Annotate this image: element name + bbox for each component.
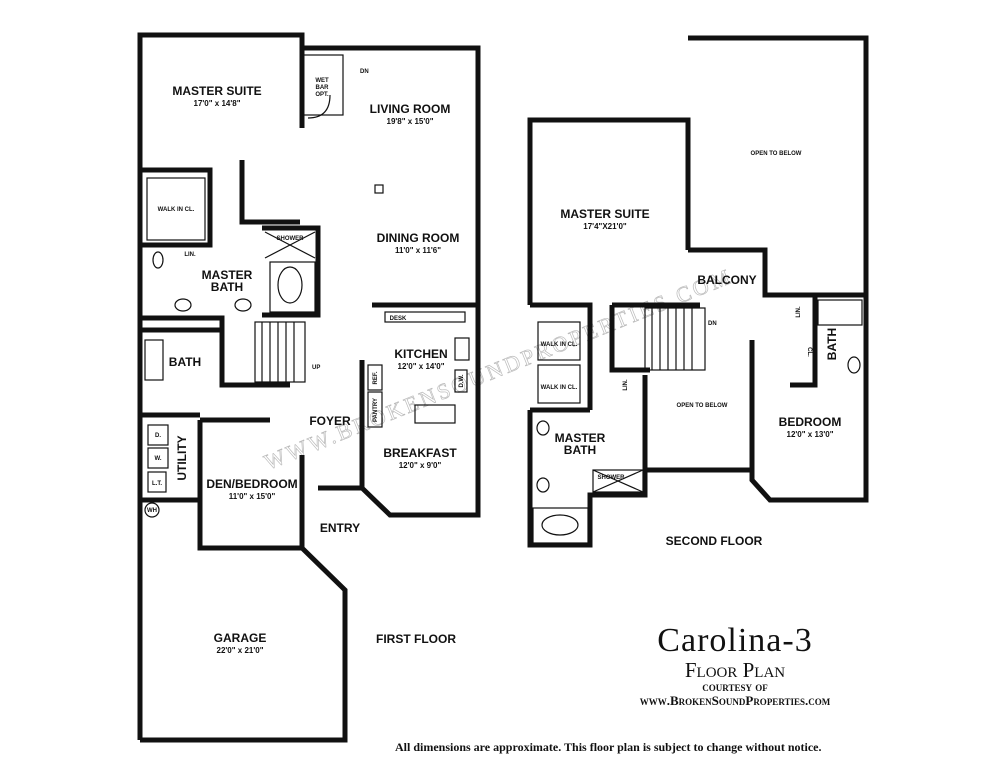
ref-label: REF.: [373, 371, 379, 384]
dn-label-first: DN: [360, 69, 369, 75]
closet-label: CL.: [806, 347, 812, 357]
room-den-bedroom-name: DEN/BEDROOM: [206, 477, 297, 491]
room-foyer-name: FOYER: [309, 414, 351, 428]
first-floor-fixtures: [144, 54, 470, 518]
first-floor-label: FIRST FLOOR: [376, 632, 456, 646]
linen-2a: LIN.: [623, 379, 629, 391]
second-floor-labels: MASTER SUITE 17'4"X21'0" BALCONY BEDROOM…: [541, 151, 842, 548]
room-living-room-dims: 19'8" x 15'0": [387, 117, 434, 126]
room-kitchen-dims: 12'0" x 14'0": [398, 362, 445, 371]
wet-bar-label-1: WET: [315, 78, 329, 84]
open-to-below-1: OPEN TO BELOW: [751, 151, 802, 157]
room-bath-name: BATH: [169, 355, 201, 369]
stairs-first-floor: [254, 321, 306, 383]
stairs-second-floor: [644, 307, 706, 371]
room-kitchen-name: KITCHEN: [394, 347, 447, 361]
room-den-bedroom-dims: 11'0" x 15'0": [229, 492, 276, 501]
shower-label: SHOWER: [277, 236, 305, 242]
room-master-suite-2-name: MASTER SUITE: [560, 207, 649, 221]
room-bath-2-name: BATH: [825, 328, 839, 360]
room-garage-dims: 22'0" x 21'0": [217, 646, 264, 655]
dw-label: D.W.: [459, 374, 465, 387]
wet-bar-label-2: BAR: [316, 85, 330, 91]
room-entry-name: ENTRY: [320, 521, 360, 535]
dryer-label: D.: [155, 433, 161, 439]
room-master-suite-name: MASTER SUITE: [172, 84, 261, 98]
dn-label-second: DN: [708, 321, 717, 327]
pantry-label: PANTRY: [373, 398, 379, 422]
room-living-room-name: LIVING ROOM: [370, 102, 451, 116]
courtesy-text: courtesy of: [702, 679, 768, 694]
first-floor-labels: MASTER SUITE 17'0" x 14'8" LIVING ROOM 1…: [147, 69, 465, 655]
second-floor-fixtures: [532, 299, 863, 544]
first-floor-walls: [137, 32, 481, 743]
walk-in-closet-2a: WALK IN CL.: [541, 342, 578, 348]
website-text: www.BrokenSoundProperties.com: [639, 693, 831, 708]
room-master-bath-2-name: MASTER BATH: [554, 431, 606, 457]
floor-plan-subtitle: Floor Plan: [684, 658, 786, 682]
second-floor-walls: [527, 35, 869, 548]
up-label: UP: [312, 365, 320, 371]
second-floor-label: SECOND FLOOR: [666, 534, 763, 548]
wet-bar-label-3: OPT.: [315, 92, 329, 98]
linen-2b: LIN.: [796, 306, 802, 318]
room-utility-name: UTILITY: [175, 435, 189, 480]
room-dining-room-dims: 11'0" x 11'6": [395, 246, 441, 255]
room-master-suite-dims: 17'0" x 14'8": [194, 99, 241, 108]
linen-label: LIN.: [184, 252, 196, 258]
room-bedroom-name: BEDROOM: [779, 415, 842, 429]
shower-2-label: SHOWER: [598, 475, 626, 481]
walk-in-closet-2b: WALK IN CL.: [541, 385, 578, 391]
open-to-below-2: OPEN TO BELOW: [677, 403, 728, 409]
water-heater-label: WH: [147, 508, 157, 514]
room-garage-name: GARAGE: [214, 631, 267, 645]
room-breakfast-name: BREAKFAST: [383, 446, 457, 460]
desk-label: DESK: [390, 316, 407, 322]
room-master-suite-2-dims: 17'4"X21'0": [583, 222, 627, 231]
watermark: WWW.BROKENSOUNDPROPERTIES.COM: [261, 263, 737, 475]
washer-label: W.: [155, 456, 162, 462]
title-block: Carolina-3 Floor Plan courtesy of www.Br…: [580, 622, 890, 708]
room-breakfast-dims: 12'0" x 9'0": [399, 461, 442, 470]
room-balcony-name: BALCONY: [697, 273, 756, 287]
walk-in-closet-label: WALK IN CL.: [158, 207, 195, 213]
room-master-bath-name: MASTER BATH: [201, 268, 253, 294]
model-name: Carolina-3: [657, 622, 813, 659]
room-dining-room-name: DINING ROOM: [377, 231, 460, 245]
disclaimer: All dimensions are approximate. This flo…: [395, 740, 822, 754]
laundry-tub-label: L.T.: [152, 481, 162, 487]
room-bedroom-dims: 12'0" x 13'0": [787, 430, 834, 439]
